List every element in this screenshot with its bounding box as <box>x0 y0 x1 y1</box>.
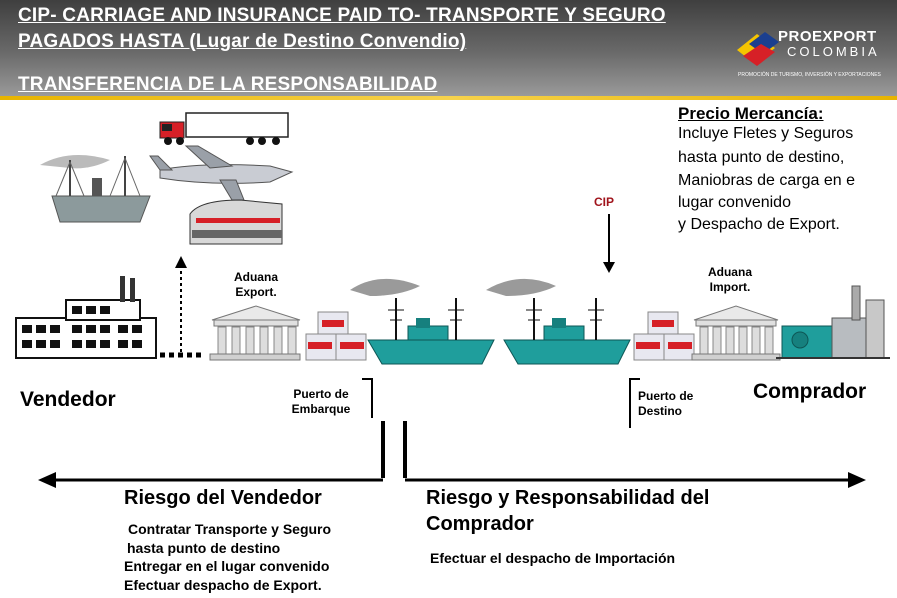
buyer-risk-title: Riesgo y Responsabilidad del <box>426 487 710 509</box>
port-origin-label: Puerto de Embarque <box>282 387 360 417</box>
steamship-icon <box>40 155 151 223</box>
title-line-1: CIP- CARRIAGE AND INSURANCE PAID TO- TRA… <box>18 5 666 26</box>
customs-building-export-icon <box>209 305 301 361</box>
customs-building-import-icon <box>691 305 781 361</box>
proexport-logo-icon <box>737 32 779 66</box>
price-line: lugar convenido <box>678 194 791 211</box>
port-dest-label: Puerto de Destino <box>638 389 710 419</box>
customs-export-line: Export. <box>235 285 277 299</box>
customs-export-line: Aduana <box>233 270 278 284</box>
price-title: Precio Mercancía: <box>678 104 824 123</box>
buyer-risk-title: Comprador <box>426 513 534 535</box>
cip-label: CIP <box>594 195 615 209</box>
price-line: Incluye Fletes y Seguros <box>678 125 854 142</box>
port-dest-line: Puerto de <box>638 389 694 403</box>
factory-icon <box>15 276 157 359</box>
seller-task: Efectuar despacho de Export. <box>124 577 322 593</box>
seller-task: hasta punto de destino <box>127 540 281 556</box>
industrial-plant-icon <box>776 285 890 359</box>
seller-risk-title: Riesgo del Vendedor <box>124 487 322 509</box>
seller-task: Entregar en el lugar convenido <box>124 558 330 574</box>
up-arrow-icon <box>175 256 187 268</box>
customs-import-line: Import. <box>709 280 751 294</box>
price-line: hasta punto de destino, <box>678 149 845 166</box>
title-line-3: TRANSFERENCIA DE LA RESPONSABILIDAD <box>18 74 438 95</box>
down-arrow-icon <box>603 262 615 273</box>
truck-icon <box>159 112 289 145</box>
cargo-ship-icon <box>486 278 631 365</box>
port-origin-bracket <box>362 378 373 418</box>
cargo-ship-icon <box>350 278 495 365</box>
customs-import-label: Aduana Import. <box>698 265 762 295</box>
customs-import-line: Aduana <box>707 265 752 279</box>
logo-name: PROEXPORT <box>778 28 877 45</box>
customs-export-label: Aduana Export. <box>224 270 288 300</box>
buyer-task: Efectuar el despacho de Importación <box>430 550 676 566</box>
logo-country: COLOMBIA <box>787 44 880 59</box>
logo-tagline: PROMOCIÓN DE TURISMO, INVERSIÓN Y EXPORT… <box>738 72 881 78</box>
train-icon <box>189 199 283 245</box>
cargo-boxes-destination-icon <box>633 311 695 361</box>
cargo-boxes-origin-icon <box>305 311 367 361</box>
buyer-label: Comprador <box>753 380 867 403</box>
port-origin-line: Embarque <box>291 402 351 416</box>
title-line-2: PAGADOS HASTA (Lugar de Destino Convendi… <box>18 31 467 52</box>
port-origin-line: Puerto de <box>293 387 349 401</box>
seller-label: Vendedor <box>20 388 116 411</box>
price-line: Maniobras de carga en e <box>678 172 855 189</box>
price-line: y Despacho de Export. <box>678 216 840 233</box>
airplane-icon <box>149 145 294 201</box>
port-dest-bracket <box>629 378 640 428</box>
left-arrow-icon <box>38 472 56 488</box>
seller-task: Contratar Transporte y Seguro <box>128 521 332 537</box>
right-arrow-icon <box>848 472 866 488</box>
port-dest-line: Destino <box>638 404 683 418</box>
gold-divider <box>0 96 897 100</box>
